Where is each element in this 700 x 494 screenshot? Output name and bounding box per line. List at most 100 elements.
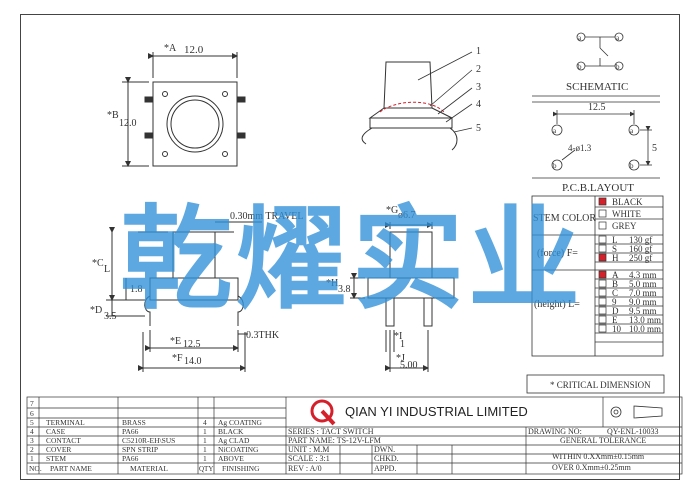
dim-h-label: *H xyxy=(326,278,338,289)
part-name: PART NAME: TS-12V-LFM xyxy=(288,436,381,445)
stem_color-checkbox[interactable] xyxy=(598,221,607,230)
stem-color-label: STEM COLOR xyxy=(533,213,596,224)
dim-e-value: 12.5 xyxy=(183,339,201,350)
dim-f-value: 14.0 xyxy=(184,356,202,367)
pcb-pin-a2: a xyxy=(630,127,634,135)
front-view xyxy=(350,222,455,372)
pcb-title: P.C.B.LAYOUT xyxy=(562,182,634,194)
height-checkbox[interactable] xyxy=(598,279,607,288)
bom-qty: 1 xyxy=(203,454,207,463)
force-checkbox[interactable] xyxy=(598,244,607,253)
callout-4: 4 xyxy=(476,99,481,110)
bom-qty: 4 xyxy=(203,418,207,427)
height-checkbox[interactable] xyxy=(598,315,607,324)
bom-qty: 1 xyxy=(203,436,207,445)
dwn: DWN. xyxy=(374,445,395,454)
dim-d-value: 3.5 xyxy=(104,311,117,322)
bom-part: STEM xyxy=(46,454,66,463)
stem_color-value: WHITE xyxy=(612,209,641,219)
height-code: A xyxy=(612,270,619,280)
bom-material: BRASS xyxy=(122,418,146,427)
dim-d-label: *D xyxy=(90,305,102,316)
bom-no: 6 xyxy=(30,409,34,418)
height-code: B xyxy=(612,279,618,289)
bom-finish: ABOVE xyxy=(218,454,244,463)
bom-grid xyxy=(26,396,683,475)
bom-qty: 1 xyxy=(203,427,207,436)
schematic-title: SCHEMATIC xyxy=(566,81,628,93)
dim-c-label: *C xyxy=(92,258,104,269)
dim-g-label: *G xyxy=(386,205,398,216)
spec-table xyxy=(526,195,665,394)
dim-e-label: *E xyxy=(170,336,181,347)
bom-no: 7 xyxy=(30,399,34,408)
height-code: 10 xyxy=(612,324,622,334)
pcb-width: 12.5 xyxy=(588,102,606,113)
height-value: 13.0 mm xyxy=(629,315,661,325)
bom-header-finish: FINISHING xyxy=(222,464,260,473)
travel-label: 0.30mm TRAVEL xyxy=(230,211,304,222)
bom-part: CONTACT xyxy=(46,436,81,445)
top-view xyxy=(122,52,246,167)
bom-material: PA66 xyxy=(122,427,139,436)
height-checkbox[interactable] xyxy=(598,306,607,315)
callout-1: 1 xyxy=(476,46,481,57)
dim-f-label: *F xyxy=(172,353,183,364)
height-value: 9.5 mm xyxy=(629,306,657,316)
force-code: H xyxy=(612,253,619,263)
stem_color-checkbox[interactable] xyxy=(598,209,607,218)
bom-material: C5210R-EH\SUS xyxy=(122,436,175,445)
force-code: S xyxy=(612,244,617,254)
dim-b-value: 12.0 xyxy=(119,118,137,129)
height-checkbox[interactable] xyxy=(598,288,607,297)
dim-h-value: 3.8 xyxy=(338,284,351,295)
isometric-view xyxy=(361,61,458,151)
bom-no: 5 xyxy=(30,418,34,427)
company-logo xyxy=(310,399,336,426)
force-value: 130 gf xyxy=(629,235,652,245)
bom-part: COVER xyxy=(46,445,71,454)
dim-b-label: *B xyxy=(107,110,119,121)
bom-header-part: PART NAME xyxy=(50,464,92,473)
thickness-label: 0.3THK xyxy=(246,330,280,341)
projection-symbol-icon xyxy=(610,405,663,419)
height-checkbox[interactable] xyxy=(598,270,607,279)
dim-a-value: 12.0 xyxy=(184,44,204,56)
stem_color-checkbox[interactable] xyxy=(598,197,607,206)
height-label: (height) L= xyxy=(534,299,580,310)
bom-material: PA66 xyxy=(122,454,139,463)
series: SERIES : TACT SWITCH xyxy=(288,427,374,436)
appd: APPD. xyxy=(374,464,396,473)
force-value: 250 gf xyxy=(629,253,652,263)
height-code: D xyxy=(612,306,619,316)
dim-j-label: *J xyxy=(396,353,405,364)
rev: REV : A/0 xyxy=(288,464,322,473)
pcb-pin-a1: a xyxy=(553,127,557,135)
pcb-hole: 4-ø1.3 xyxy=(568,143,592,153)
height-code: 9 xyxy=(612,297,617,307)
force-value: 160 gf xyxy=(629,244,652,254)
callout-3: 3 xyxy=(476,82,481,93)
drawing-no-label: DRAWING NO: xyxy=(528,427,582,436)
bom-part: TERMINAL xyxy=(46,418,85,427)
pcb-height: 5 xyxy=(652,143,657,154)
height-checkbox[interactable] xyxy=(598,324,607,333)
tolerance-1: WITHIN 0.XXmm±0.15mm xyxy=(552,452,645,461)
bom-no: 2 xyxy=(30,445,34,454)
bom-finish: BLACK xyxy=(218,427,244,436)
force-checkbox[interactable] xyxy=(598,235,607,244)
pcb-layout xyxy=(532,110,660,179)
bom-no: 3 xyxy=(30,436,34,445)
height-value: 7.0 mm xyxy=(629,288,657,298)
bom-material: SPN STRIP xyxy=(122,445,158,454)
height-checkbox[interactable] xyxy=(598,297,607,306)
force-checkbox[interactable] xyxy=(598,253,607,262)
height-value: 9.0 mm xyxy=(629,297,657,307)
dim-1-8: 1.8 xyxy=(130,284,143,295)
dim-a-label: *A xyxy=(164,43,177,54)
schematic-pin-b2: b xyxy=(616,63,620,71)
callout-5: 5 xyxy=(476,123,481,134)
bom-finish: Ag COATING xyxy=(218,418,263,427)
